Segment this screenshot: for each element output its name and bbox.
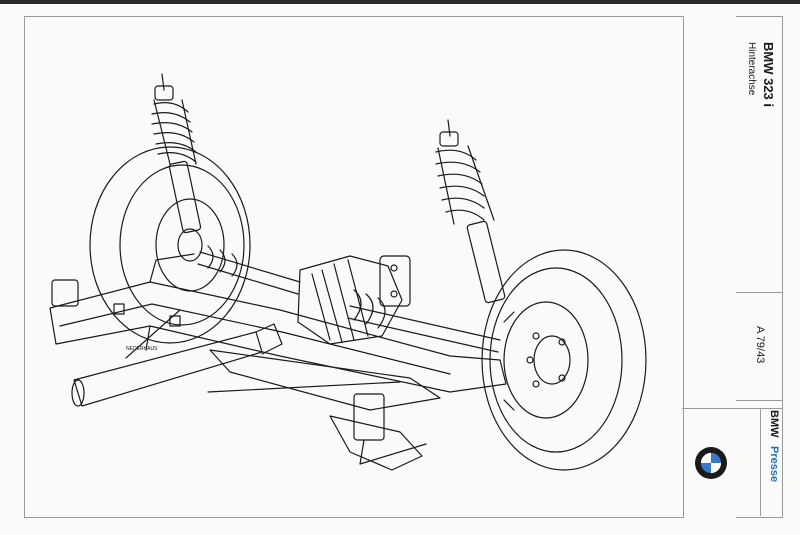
subframe: [49, 253, 507, 393]
drive-shafts: [197, 245, 501, 353]
sheet-title: BMW 323 i: [761, 42, 776, 108]
top-edge: [0, 0, 800, 4]
sheet-subtitle: Hinterachse: [746, 42, 757, 96]
propeller-shaft: [71, 323, 283, 407]
divider: [736, 400, 782, 401]
left-spring-strut: [151, 73, 202, 234]
info-frame: [736, 16, 783, 518]
brand-name: BMW: [768, 410, 780, 438]
bmw-roundel-icon: [695, 447, 727, 479]
differential: [297, 255, 411, 345]
drawing-stamp: NEDERHAUS: [126, 346, 158, 352]
document-code: A 79/43: [754, 326, 766, 364]
rear-axle-drawing: NEDERHAUS: [49, 73, 647, 471]
divider: [736, 292, 782, 293]
divider: [760, 408, 761, 516]
divider: [682, 408, 782, 409]
right-spring-strut: [435, 119, 506, 304]
drawing-frame: [24, 16, 684, 518]
brand-presse: Presse: [768, 446, 780, 483]
left-wheel: [89, 146, 251, 344]
trailing-arms: [125, 309, 441, 471]
right-wheel: [481, 249, 647, 471]
